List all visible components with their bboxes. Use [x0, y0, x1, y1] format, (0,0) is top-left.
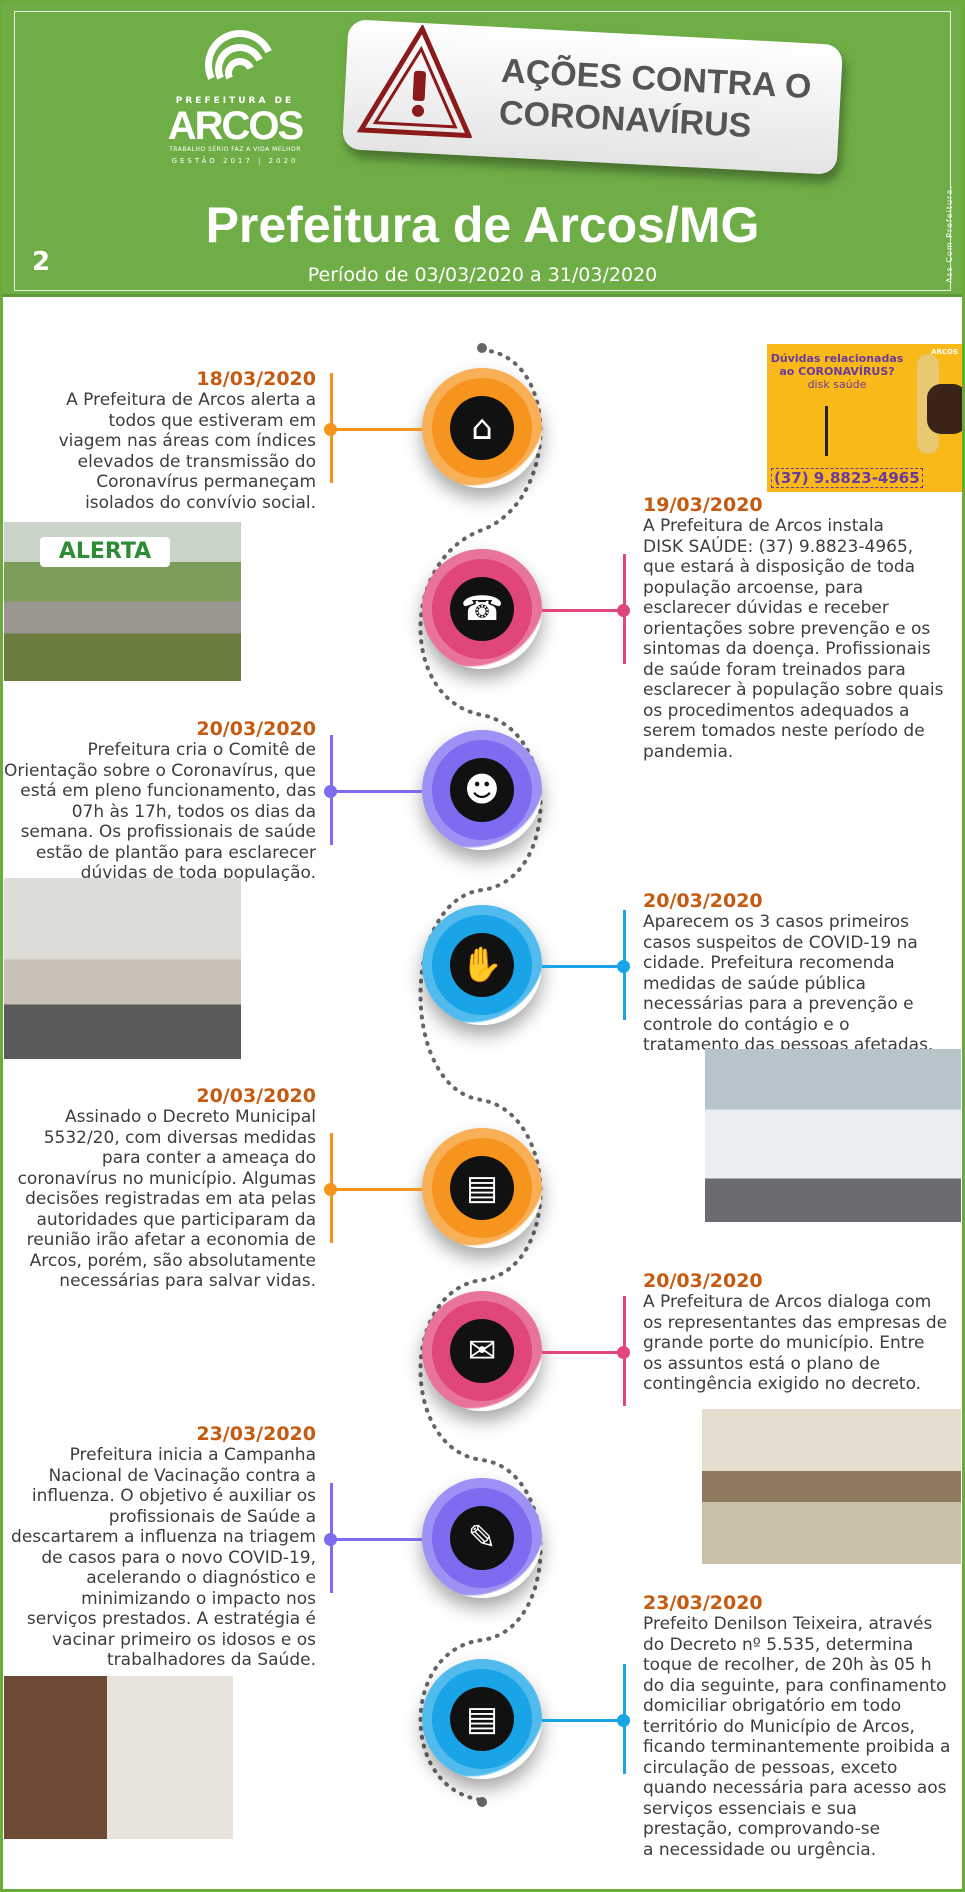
entry-date: 23/03/2020 [643, 1592, 763, 1614]
connector-bar [623, 910, 626, 1020]
timeline-circle: ✉ [422, 1291, 542, 1411]
entry-text: Prefeitura cria o Comitê de Orientação s… [3, 740, 316, 883]
poster-phone: (37) 9.8823-4965 [771, 468, 923, 488]
connector-line [324, 1183, 422, 1196]
timeline-circle: ☎ [422, 549, 542, 669]
chat-bubbles-icon: ✉ [450, 1319, 514, 1383]
entry-text: Prefeitura inicia a Campanha Nacional de… [11, 1445, 316, 1670]
connector-line [324, 1533, 422, 1546]
entry-text: Assinado o Decreto Municipal 5532/20, co… [17, 1107, 316, 1291]
connector-bar [623, 1664, 626, 1774]
header-inner-border [14, 11, 951, 291]
poster-line-1: Dúvidas relacionadas [770, 352, 904, 365]
entry-text: A Prefeitura de Arcos instala DISK SAÚDE… [643, 516, 944, 762]
document-check-icon: ▤ [450, 1687, 514, 1751]
alert-street-photo: ALERTA [4, 522, 241, 681]
timeline-circle: ✋ [422, 905, 542, 1025]
timeline-start-dot [477, 343, 487, 353]
timeline-circle: ⌂ [422, 368, 542, 488]
connector-bar [330, 735, 333, 845]
poster-brand: ARCOS [931, 348, 958, 356]
title-banner [341, 19, 844, 175]
hand-washing-icon: ✋ [450, 933, 514, 997]
entry-text: Aparecem os 3 casos primeiros casos susp… [643, 912, 934, 1055]
entry-text: Prefeito Denilson Teixeira, através do D… [643, 1614, 951, 1860]
syringe-icon: ✎ [450, 1506, 514, 1570]
entry-text: A Prefeitura de Arcos dialoga com os rep… [643, 1292, 948, 1394]
poster-line-3: disk saúde [807, 378, 867, 391]
hand-image [927, 384, 962, 434]
health-team-photo [705, 1049, 961, 1222]
connector-line [542, 604, 630, 617]
page-title: Prefeitura de Arcos/MG [205, 197, 760, 253]
committee-office-photo [4, 878, 241, 1059]
entry-date: 18/03/2020 [196, 368, 316, 390]
entry-text: A Prefeitura de Arcos alerta a todos que… [58, 390, 316, 513]
connector-line [542, 960, 630, 973]
entry-date: 20/03/2020 [643, 890, 763, 912]
timeline-end-dot [477, 1797, 487, 1807]
timeline-circle: ✎ [422, 1478, 542, 1598]
entry-date: 19/03/2020 [643, 494, 763, 516]
poster-line-2: ao CORONAVÍRUS? [779, 365, 895, 378]
timeline-circle: ▤ [422, 1659, 542, 1779]
connector-bar [623, 554, 626, 664]
entry-date: 20/03/2020 [196, 1085, 316, 1107]
disk-saude-poster: Dúvidas relacionadas ao CORONAVÍRUS? dis… [767, 344, 962, 492]
connector-line [542, 1714, 630, 1727]
logo-name: ARCOS [167, 104, 304, 148]
logo-slogan: TRABALHO SÉRIO FAZ A VIDA MELHOR [169, 146, 301, 153]
alert-label: ALERTA [40, 537, 170, 567]
prefeitura-logo: PREFEITURA DE ARCOS TRABALHO SÉRIO FAZ A… [160, 20, 310, 165]
vaccination-photo [4, 1676, 233, 1839]
period-text: Período de 03/03/2020 a 31/03/2020 [307, 264, 658, 286]
warning-triangle-icon [356, 23, 473, 139]
page-number: 2 [32, 247, 51, 277]
timeline-circle: ▤ [422, 1128, 542, 1248]
telephone-icon: ☎ [450, 577, 514, 641]
connector-line [324, 785, 422, 798]
family-house-icon: ⌂ [450, 396, 514, 460]
entry-date: 20/03/2020 [196, 718, 316, 740]
logo-term: GESTÃO 2017 | 2020 [171, 157, 299, 165]
double-arrow-icon [825, 406, 828, 456]
connector-line [542, 1346, 630, 1359]
business-meeting-photo [702, 1409, 961, 1564]
document-check-icon: ▤ [450, 1156, 514, 1220]
entry-date: 23/03/2020 [196, 1423, 316, 1445]
entry-date: 20/03/2020 [643, 1270, 763, 1292]
connector-bar [330, 1483, 333, 1593]
connector-bar [330, 373, 333, 483]
connector-bar [623, 1296, 626, 1406]
connector-bar [330, 1133, 333, 1243]
logo-prefix: PREFEITURA DE [175, 96, 295, 106]
connector-line [324, 423, 422, 436]
meeting-table-icon: ☻ [450, 758, 514, 822]
header: PREFEITURA DE ARCOS TRABALHO SÉRIO FAZ A… [0, 0, 965, 297]
timeline-circle: ☻ [422, 730, 542, 850]
